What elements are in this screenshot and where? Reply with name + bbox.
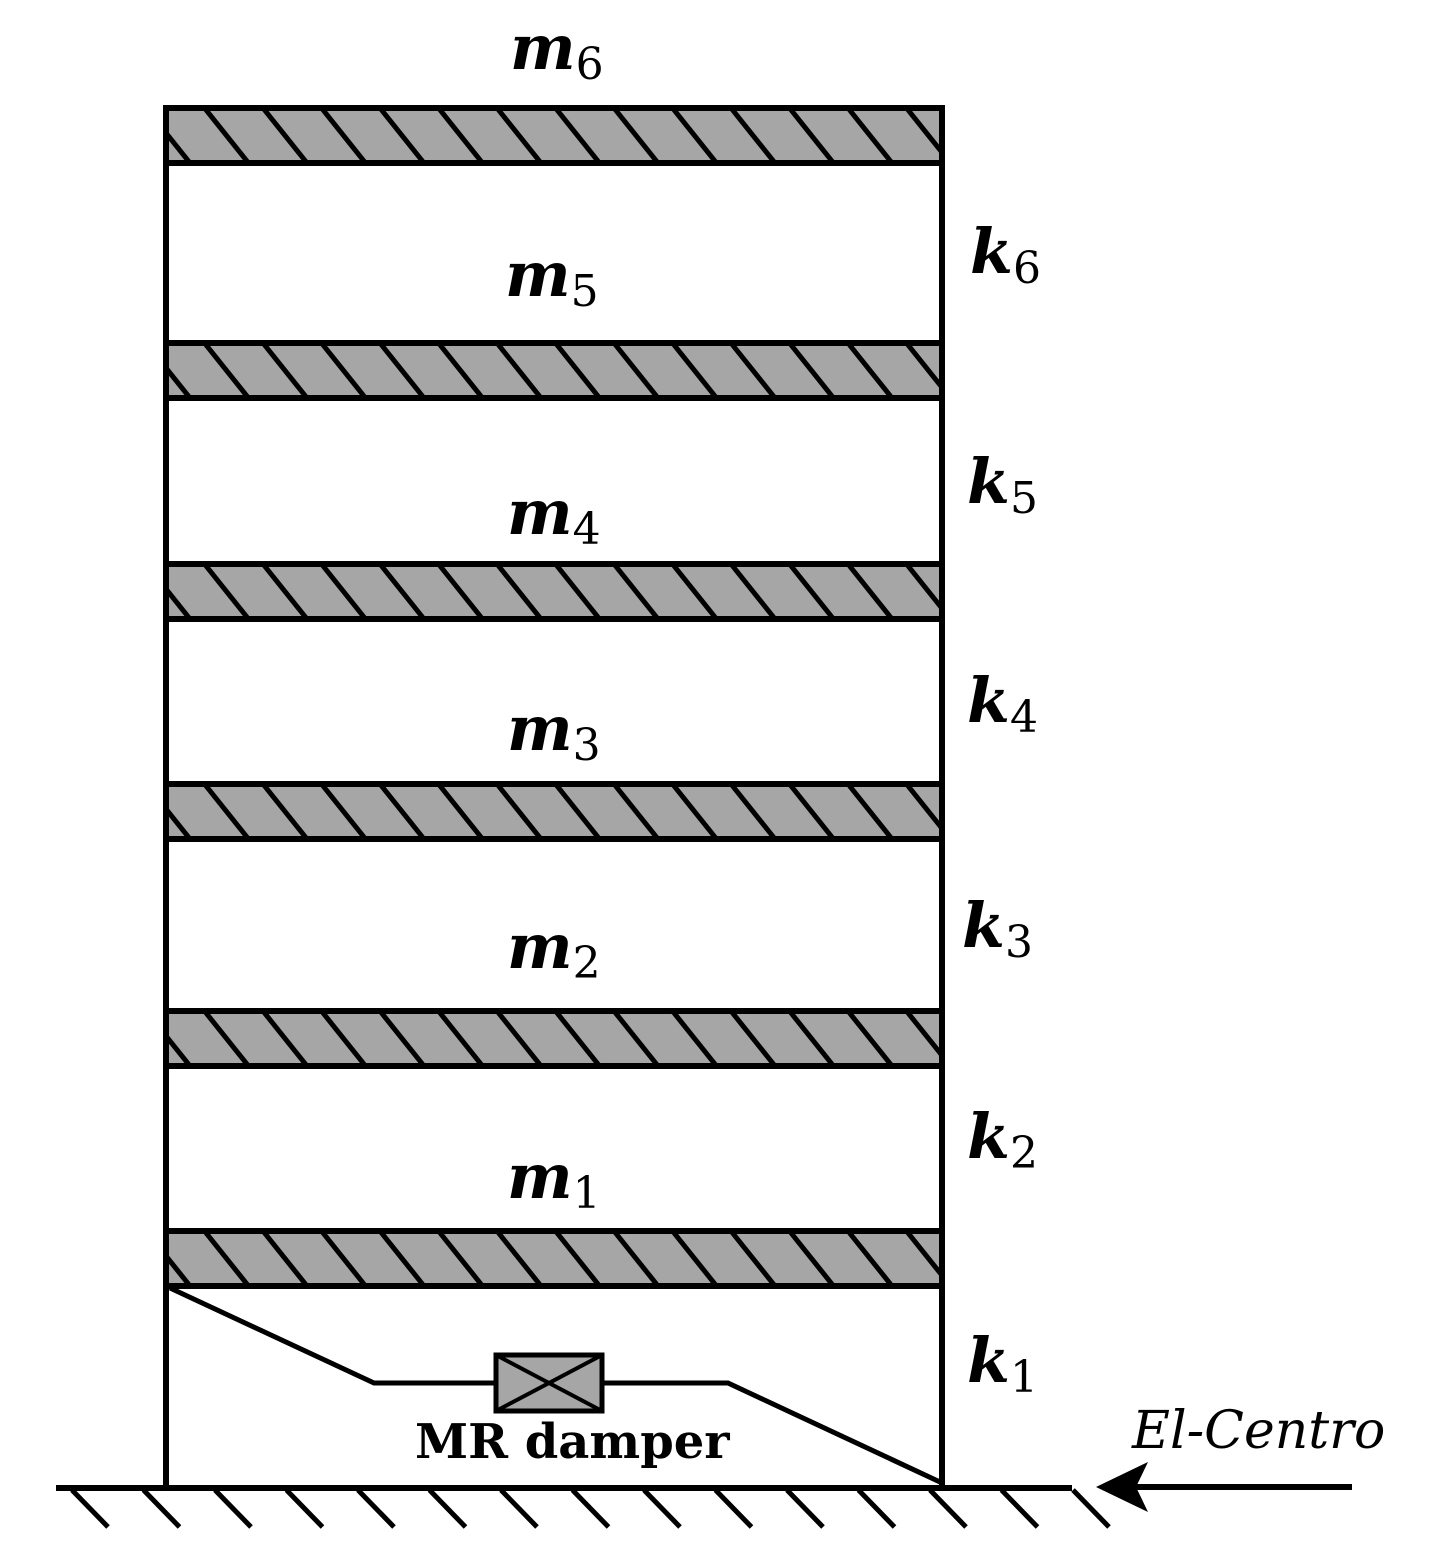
mr-damper-label: MR damper	[415, 1414, 730, 1470]
stiffness-label-5: k5	[967, 445, 1038, 524]
stiffness-label-4: k4	[967, 664, 1038, 743]
mass-label-6: m6	[510, 11, 604, 90]
floor-slab	[163, 340, 945, 401]
floor-slab	[163, 1228, 945, 1289]
stiffness-label-1: k1	[967, 1324, 1038, 1403]
stiffness-label-6: k6	[970, 215, 1041, 294]
mass-label-1: m1	[507, 1140, 601, 1219]
arrow-left-icon	[1096, 1462, 1148, 1512]
mass-label-4: m4	[507, 476, 601, 555]
damper-brace-right	[602, 1380, 942, 1485]
stiffness-labels: k6 k5 k4 k3 k2 k1	[962, 215, 1041, 1403]
mass-label-2: m2	[507, 910, 601, 989]
floor-slab	[163, 561, 945, 622]
damper-brace-left	[168, 1285, 496, 1386]
excitation-indicator: El-Centro	[1096, 1401, 1385, 1512]
mass-labels: m6 m5 m4 m3 m2 m1	[505, 11, 604, 1219]
ground-hatching	[70, 1488, 1111, 1529]
floor-slabs	[163, 105, 945, 1289]
stiffness-label-2: k2	[967, 1100, 1038, 1179]
mass-label-5: m5	[505, 238, 599, 317]
mr-damper-assembly	[168, 1285, 942, 1485]
floor-slab	[163, 781, 945, 842]
mass-label-3: m3	[507, 692, 601, 771]
excitation-label: El-Centro	[1131, 1401, 1385, 1461]
stiffness-label-3: k3	[962, 889, 1033, 968]
floor-slab	[163, 105, 945, 166]
ground	[56, 1485, 1111, 1529]
floor-slab	[163, 1008, 945, 1069]
